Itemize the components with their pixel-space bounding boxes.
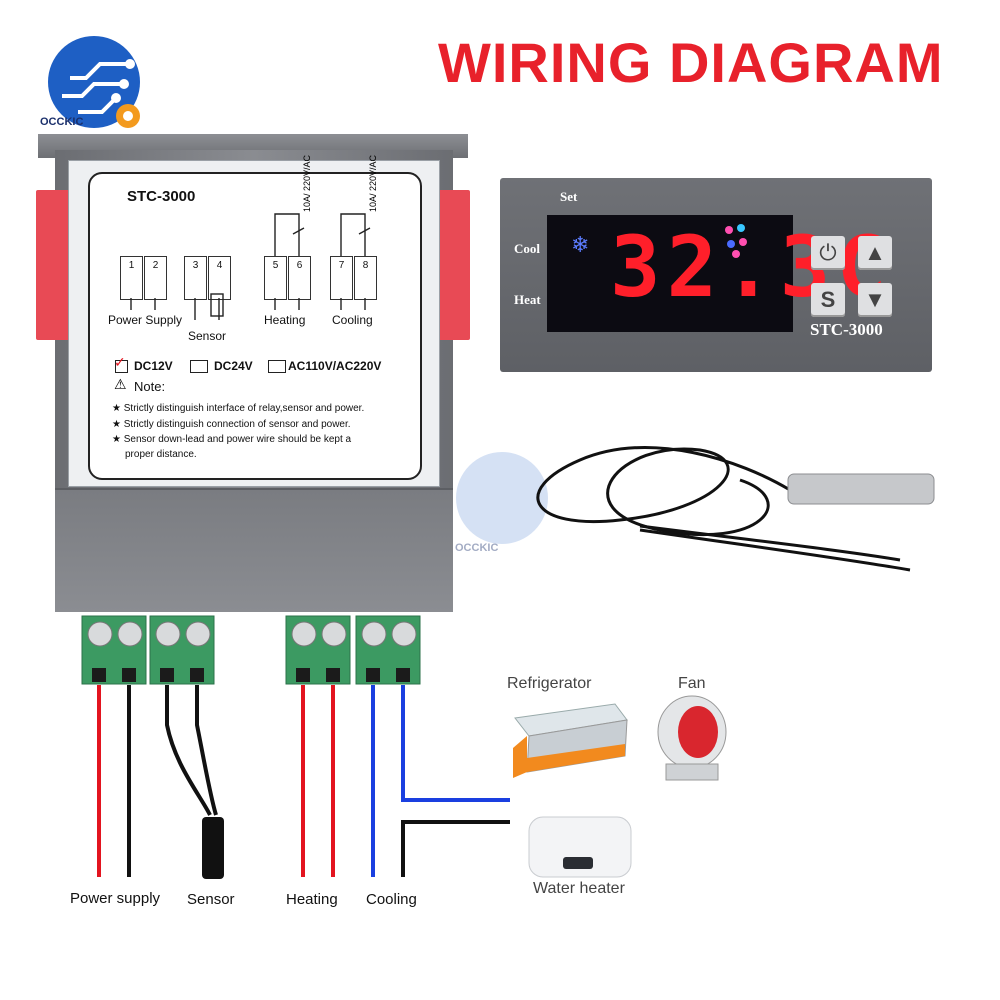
appliance-label-fan: Fan [678,675,706,692]
terminal-1: 1 [120,256,143,300]
appliance-label-water-heater: Water heater [533,880,625,897]
temperature-probe [536,446,935,572]
temperature-readout: 32.3C [610,218,893,316]
terminal-2: 2 [144,256,167,300]
note-line-2: ★ Strictly distinguish connection of sen… [112,419,351,430]
warning-icon: ⚠ [114,376,127,392]
terminal-3: 3 [184,256,207,300]
mount-clip-right [436,190,470,340]
snowflake-icon: ❄ [571,232,590,257]
relay-rating-cooling: 10A/ 220V/AC [368,154,378,212]
check-mark-icon: ✓ [114,354,126,370]
label-model: STC-3000 [127,188,196,205]
label-cooling: Cooling [332,313,373,327]
mount-clip-left [36,190,70,340]
display-model: STC-3000 [810,320,883,339]
fan-icon [657,695,727,781]
device-lower-body [55,488,453,612]
water-heater-icon [528,816,632,878]
set-button[interactable]: S [811,283,845,317]
watermark-logo-icon [456,452,548,544]
wire-label-heating: Heating [286,891,338,908]
refrigerator-icon [513,703,628,778]
heating-indicator-icon [725,224,747,258]
brand-name: OCCKIC [40,116,84,128]
relay-rating-heating: 10A/ 220V/AC [302,154,312,212]
label-set: Set [560,189,578,204]
label-power-supply: Power Supply [108,313,183,327]
note-line-4: proper distance. [125,449,197,460]
checkbox-dc12v [115,360,128,373]
terminal-blocks [81,615,421,685]
voltage-dc12v: DC12V [134,359,173,373]
voltage-ac: AC110V/AC220V [288,359,382,373]
label-schematic [130,213,371,320]
voltage-dc24v: DC24V [214,359,253,373]
page-title: WIRING DIAGRAM [438,31,944,94]
terminal-8: 8 [354,256,377,300]
appliance-label-refrigerator: Refrigerator [507,675,592,692]
checkbox-ac [268,360,286,373]
display-screen [547,215,793,332]
checkbox-dc24v [190,360,208,373]
note-line-1: ★ Strictly distinguish interface of rela… [112,403,365,414]
watermark-brand: OCCKIC [455,542,499,554]
label-frame [88,172,422,480]
wire-label-power-supply: Power supply [70,890,161,907]
wire-label-cooling: Cooling [366,891,417,908]
label-heat: Heat [514,292,541,307]
terminal-6: 6 [288,256,311,300]
wires [97,685,510,879]
down-button[interactable]: ▼ [858,283,892,317]
note-line-3: ★ Sensor down-lead and power wire should… [112,434,352,445]
label-cool: Cool [514,241,540,256]
wire-label-sensor: Sensor [187,891,235,908]
power-button[interactable]: ⏻ [811,236,845,270]
note-title: Note: [134,379,166,394]
label-heating: Heating [264,313,306,327]
up-button[interactable]: ▲ [858,236,892,270]
label-sensor: Sensor [188,329,227,343]
brand-logo-icon [48,36,140,128]
